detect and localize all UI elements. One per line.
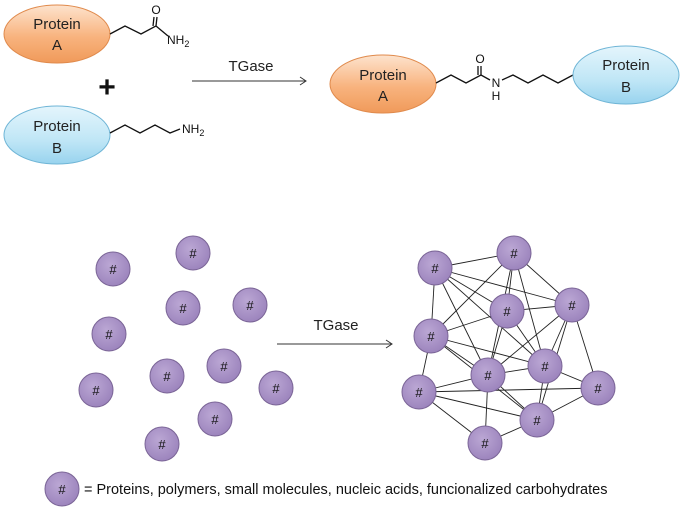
top-reaction-arrow: TGase <box>192 58 307 86</box>
plus-sign: + <box>98 71 116 104</box>
node-symbol: # <box>220 359 228 374</box>
crosslink-edge <box>434 267 546 367</box>
network-node: # <box>580 370 616 406</box>
amine-subscript: 2 <box>199 128 204 138</box>
bottom-tgase-label: TGase <box>313 317 358 334</box>
molecule-node: # <box>91 316 127 352</box>
legend: # = Proteins, polymers, small molecules,… <box>44 471 607 507</box>
crosslinked-network: # # # # # # # # # # # <box>401 235 616 461</box>
node-symbol: # <box>568 298 576 313</box>
node-symbol: # <box>503 304 511 319</box>
protein-a-product: Protein A <box>329 54 437 114</box>
carbonyl-oxygen: O <box>151 3 160 17</box>
node-symbol: # <box>189 246 197 261</box>
glutamine-side-chain: O NH2 <box>109 3 189 49</box>
protein-b-id: B <box>52 140 62 157</box>
network-node: # <box>519 402 555 438</box>
crosslink-edge <box>434 267 573 306</box>
top-tgase-label: TGase <box>228 58 273 75</box>
molecule-node: # <box>78 372 114 408</box>
protein-b-reactant: Protein B <box>3 105 111 165</box>
crosslink-edge <box>513 252 546 367</box>
product-a-id: A <box>378 88 388 105</box>
crosslink-edge <box>430 252 515 337</box>
node-symbol: # <box>481 436 489 451</box>
node-symbol: # <box>541 359 549 374</box>
network-node: # <box>467 425 503 461</box>
amide-group: NH2 <box>167 33 189 49</box>
node-symbol: # <box>484 368 492 383</box>
node-symbol: # <box>510 246 518 261</box>
node-symbol: # <box>594 381 602 396</box>
molecule-node: # <box>197 401 233 437</box>
isopeptide-linker: O N H <box>435 52 574 103</box>
product-hydrogen: H <box>492 89 501 103</box>
lysine-side-chain: NH2 <box>109 122 204 138</box>
product-nitrogen: N <box>492 76 501 90</box>
network-node: # <box>417 250 453 286</box>
molecule-node: # <box>258 370 294 406</box>
molecule-node: # <box>175 235 211 271</box>
molecule-node: # <box>95 251 131 287</box>
molecule-node: # <box>144 426 180 462</box>
crosslink-edge <box>430 335 546 367</box>
amine-group: NH2 <box>182 122 204 138</box>
crosslink-edge <box>418 387 599 393</box>
node-symbol: # <box>533 413 541 428</box>
node-symbol: # <box>92 383 100 398</box>
network-node: # <box>413 318 449 354</box>
node-symbol: # <box>105 327 113 342</box>
molecule-node: # <box>232 287 268 323</box>
node-symbol: # <box>179 301 187 316</box>
node-symbol: # <box>431 261 439 276</box>
protein-b-product: Protein B <box>572 45 680 105</box>
network-node: # <box>496 235 532 271</box>
bottom-reaction-arrow: TGase <box>277 317 393 349</box>
node-symbol: # <box>415 385 423 400</box>
legend-node: # <box>44 471 80 507</box>
node-symbol: # <box>158 437 166 452</box>
crosslink-edge <box>418 391 538 421</box>
amide-subscript: 2 <box>184 39 189 49</box>
node-symbol: # <box>211 412 219 427</box>
network-node: # <box>527 348 563 384</box>
node-symbol: # <box>246 298 254 313</box>
node-symbol: # <box>163 369 171 384</box>
legend-text: = Proteins, polymers, small molecules, n… <box>84 482 607 498</box>
network-node: # <box>401 374 437 410</box>
protein-b-label: Protein <box>33 118 81 135</box>
product-carbonyl-oxygen: O <box>475 52 484 66</box>
crosslink-edge <box>434 267 489 376</box>
network-node: # <box>554 287 590 323</box>
crosslink-edge <box>487 304 573 376</box>
molecule-node: # <box>206 348 242 384</box>
molecule-node: # <box>165 290 201 326</box>
amide-nh: NH <box>167 33 184 47</box>
product-a-label: Protein <box>359 67 407 84</box>
protein-a-reactant: Protein A <box>3 4 111 64</box>
network-node: # <box>470 357 506 393</box>
legend-symbol: # <box>58 482 66 497</box>
amine-nh: NH <box>182 122 199 136</box>
node-symbol: # <box>427 329 435 344</box>
network-node: # <box>489 293 525 329</box>
node-symbol: # <box>109 262 117 277</box>
product-b-label: Protein <box>602 57 650 74</box>
node-symbol: # <box>272 381 280 396</box>
product-b-id: B <box>621 79 631 96</box>
unlinked-molecules: # # # # # # # # # # # <box>78 235 294 462</box>
protein-a-id: A <box>52 37 62 54</box>
molecule-node: # <box>149 358 185 394</box>
protein-a-label: Protein <box>33 16 81 33</box>
